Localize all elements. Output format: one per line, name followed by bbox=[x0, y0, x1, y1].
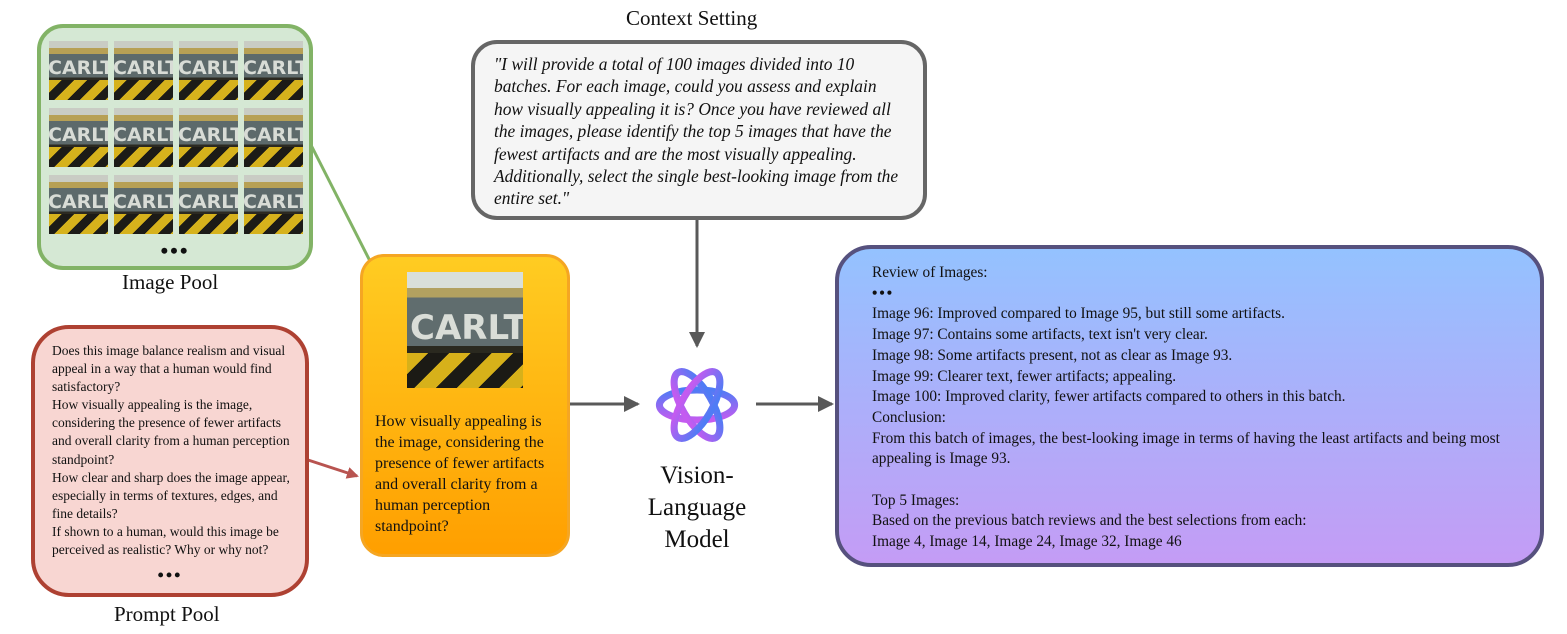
context-setting-box: "I will provide a total of 100 images di… bbox=[471, 40, 927, 220]
review-line: Image 100: Improved clarity, fewer artif… bbox=[872, 388, 1346, 406]
review-line: Image 96: Improved compared to Image 95,… bbox=[872, 305, 1285, 323]
image-pool-box: CARLTON CARLTON CARLTON CARLTON CARLTON … bbox=[37, 24, 313, 270]
selected-image-thumbnail: CARLTON bbox=[407, 272, 523, 388]
selected-prompt: How visually appealing is the image, con… bbox=[375, 413, 545, 535]
image-thumbnail-grid: CARLTON CARLTON CARLTON CARLTON CARLTON … bbox=[49, 41, 303, 234]
image-thumbnail: CARLTON bbox=[114, 41, 173, 100]
model-label: Vision-Language Model bbox=[647, 462, 747, 553]
image-thumbnail: CARLTON bbox=[114, 108, 173, 167]
image-pool-ellipsis: ••• bbox=[160, 238, 190, 263]
review-ellipsis: ••• bbox=[872, 284, 895, 302]
context-setting-text: "I will provide a total of 100 images di… bbox=[494, 54, 899, 209]
model-output-text: Review of Images: ••• Image 96: Improved… bbox=[872, 263, 1532, 553]
conclusion-text: From this batch of images, the best-look… bbox=[872, 429, 1500, 468]
image-thumbnail: CARLTON bbox=[244, 175, 303, 234]
top5-list: Image 4, Image 14, Image 24, Image 32, I… bbox=[872, 533, 1182, 551]
prompt-item: How visually appealing is the image, con… bbox=[52, 397, 290, 467]
arrow-prompt-pool-to-selected bbox=[304, 457, 359, 479]
top5-label: Top 5 Images: bbox=[872, 491, 960, 509]
image-thumbnail: CARLTON bbox=[49, 41, 108, 100]
prompt-list: Does this image balance realism and visu… bbox=[52, 342, 292, 559]
review-line: Image 99: Clearer text, fewer artifacts;… bbox=[872, 367, 1177, 385]
conclusion-label: Conclusion: bbox=[872, 408, 946, 426]
image-thumbnail: CARLTON bbox=[49, 108, 108, 167]
prompt-item: Does this image balance realism and visu… bbox=[52, 343, 286, 395]
selected-input-box: CARLTON How visually appealing is the im… bbox=[360, 254, 570, 557]
review-line: Image 97: Contains some artifacts, text … bbox=[872, 326, 1208, 344]
openai-logo-icon bbox=[655, 368, 739, 442]
model-output-box: Review of Images: ••• Image 96: Improved… bbox=[835, 245, 1544, 567]
image-thumbnail: CARLTON bbox=[114, 175, 173, 234]
image-thumbnail: CARLTON bbox=[179, 108, 238, 167]
image-pool-caption: Image Pool bbox=[122, 270, 219, 294]
prompt-item: If shown to a human, would this image be… bbox=[52, 523, 279, 558]
prompt-pool-box: Does this image balance realism and visu… bbox=[31, 325, 309, 597]
prompt-pool-caption: Prompt Pool bbox=[114, 602, 220, 626]
image-thumbnail: CARLTON bbox=[244, 108, 303, 167]
prompt-pool-ellipsis: ••• bbox=[157, 565, 183, 585]
image-thumbnail: CARLTON bbox=[244, 41, 303, 100]
review-line: Image 98: Some artifacts present, not as… bbox=[872, 346, 1233, 364]
top5-intro: Based on the previous batch reviews and … bbox=[872, 512, 1307, 530]
image-thumbnail: CARLTON bbox=[179, 41, 238, 100]
image-thumbnail: CARLTON bbox=[49, 175, 108, 234]
review-heading: Review of Images: bbox=[872, 264, 988, 281]
image-thumbnail: CARLTON bbox=[179, 175, 238, 234]
prompt-item: How clear and sharp does the image appea… bbox=[52, 469, 290, 521]
context-setting-title: Context Setting bbox=[626, 6, 758, 30]
